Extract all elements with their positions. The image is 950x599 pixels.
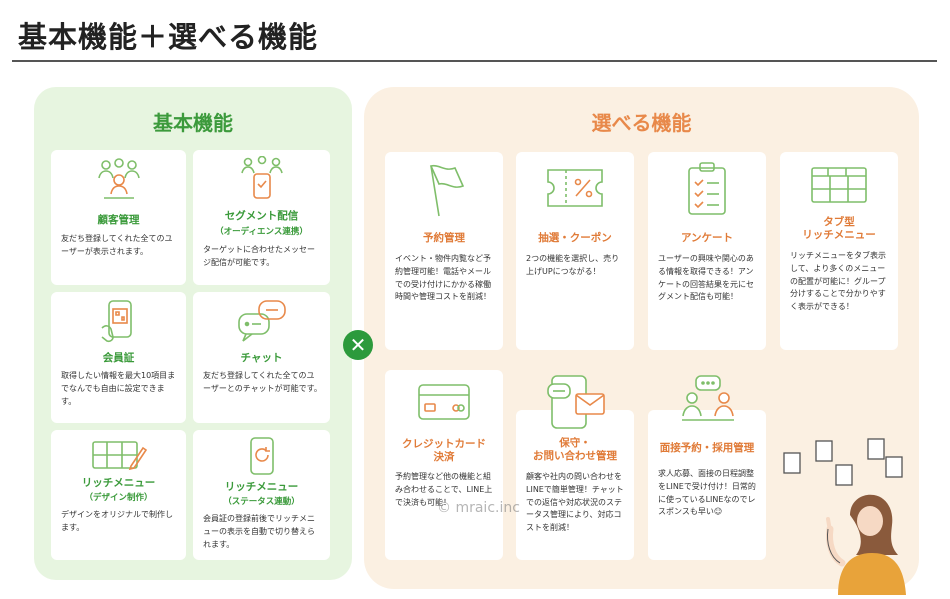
- card-description: 友だち登録してくれた全てのユーザーが表示されます。: [61, 234, 173, 256]
- card-title: 保守・ お問い合わせ管理: [533, 437, 617, 463]
- card-description: 会員証の登録前後でリッチメニューの表示を自動で切り替えられます。: [203, 514, 315, 549]
- card-lottery-coupon: 抽選・クーポン 2つの機能を選択し、売り上げUPにつながる！: [516, 152, 634, 350]
- card-description: 顧客や社内の問い合わせをLINEで簡単管理！チャットでの返信や対応状況のステータ…: [526, 472, 624, 533]
- card-title: リッチメニュー: [224, 481, 299, 493]
- card-title: セグメント配信: [224, 210, 299, 222]
- card-title: クレジットカード 決済: [402, 438, 486, 464]
- card-subtitle: （オーディエンス連携）: [215, 227, 308, 237]
- interview-icon: [680, 374, 736, 430]
- card-credit-card: クレジットカード 決済 予約管理など他の機能と組み合わせることで、LINE上で決…: [385, 370, 503, 560]
- tab-menu-icon: [780, 164, 898, 206]
- cross-badge: ✕: [343, 330, 373, 360]
- card-member-card: 会員証 取得したい情報を最大10項目までなんでも自由に設定できます。: [51, 292, 186, 423]
- card-chat: チャット 友だち登録してくれた全てのユーザーとのチャットが可能です。: [193, 292, 330, 423]
- card-title: 面接予約・採用管理: [659, 442, 755, 454]
- title-rule: [12, 60, 937, 62]
- card-title: 会員証: [102, 352, 135, 364]
- page-title: 基本機能＋選べる機能: [18, 20, 319, 54]
- watermark: © mraic.inc: [437, 500, 520, 516]
- card-support-inquiry: 保守・ お問い合わせ管理 顧客や社内の問い合わせをLINEで簡単管理！チャットで…: [516, 410, 634, 560]
- card-description: 2つの機能を選択し、売り上げUPにつながる！: [526, 254, 620, 276]
- card-description: 取得したい情報を最大10項目までなんでも自由に設定できます。: [61, 371, 176, 406]
- rich-menu-status-icon: [193, 436, 330, 476]
- card-title: チャット: [240, 352, 283, 364]
- card-description: 予約管理など他の機能と組み合わせることで、LINE上で決済も可能！: [395, 472, 493, 507]
- woman-pointing-illustration: [778, 435, 913, 595]
- card-title: 顧客管理: [97, 214, 140, 226]
- card-description: デザインをオリジナルで制作します。: [61, 510, 173, 532]
- card-title: 予約管理: [423, 232, 465, 244]
- card-subtitle: （ステータス連動）: [223, 497, 300, 507]
- member-card-icon: [51, 298, 186, 344]
- card-description: イベント・物件内覧など予約管理可能！電話やメールでの受け付けにかかる稼働時間や管…: [395, 254, 491, 302]
- rich-menu-design-icon: [51, 438, 186, 472]
- segment-icon: [193, 156, 330, 200]
- card-description: 求人応募、面接の日程調整をLINEで受け付け！日常的に使っているLINEなのでレ…: [658, 469, 756, 517]
- card-title: タブ型 リッチメニュー: [802, 216, 876, 242]
- card-interview-recruitment: 面接予約・採用管理 求人応募、面接の日程調整をLINEで受け付け！日常的に使って…: [648, 410, 766, 560]
- coupon-icon: [516, 166, 634, 210]
- card-customer-management: 顧客管理 友だち登録してくれた全てのユーザーが表示されます。: [51, 150, 186, 285]
- card-description: ターゲットに合わせたメッセージ配信が可能です。: [203, 245, 315, 267]
- flag-icon: [385, 162, 503, 218]
- card-reservation: 予約管理 イベント・物件内覧など予約管理可能！電話やメールでの受け付けにかかる稼…: [385, 152, 503, 350]
- chat-icon: [193, 298, 330, 344]
- card-survey: アンケート ユーザーの興味や関心のある情報を取得できる！アンケートの回答結果を元…: [648, 152, 766, 350]
- card-description: リッチメニューをタブ表示して、より多くのメニューの配置が可能に！グループ分けする…: [790, 251, 886, 312]
- basic-features-heading: 基本機能: [153, 111, 233, 135]
- card-segment-delivery: セグメント配信 （オーディエンス連携） ターゲットに合わせたメッセージ配信が可能…: [193, 150, 330, 285]
- card-subtitle: （デザイン制作）: [84, 493, 153, 503]
- optional-features-heading: 選べる機能: [591, 111, 692, 135]
- card-rich-menu-design: リッチメニュー （デザイン制作） デザインをオリジナルで制作します。: [51, 430, 186, 560]
- credit-card-icon: [385, 382, 503, 422]
- card-title: リッチメニュー: [81, 477, 156, 489]
- card-title: アンケート: [680, 232, 734, 244]
- support-phone-icon: [546, 372, 608, 436]
- card-description: ユーザーの興味や関心のある情報を取得できる！アンケートの回答結果を元にセグメント…: [658, 254, 754, 302]
- card-description: 友だち登録してくれた全てのユーザーとのチャットが可能です。: [203, 371, 322, 393]
- people-icon: [51, 158, 186, 200]
- card-rich-menu-status: リッチメニュー （ステータス連動） 会員証の登録前後でリッチメニューの表示を自動…: [193, 430, 330, 560]
- card-title: 抽選・クーポン: [538, 232, 612, 244]
- clipboard-icon: [648, 160, 766, 218]
- card-tab-rich-menu: タブ型 リッチメニュー リッチメニューをタブ表示して、より多くのメニューの配置が…: [780, 152, 898, 350]
